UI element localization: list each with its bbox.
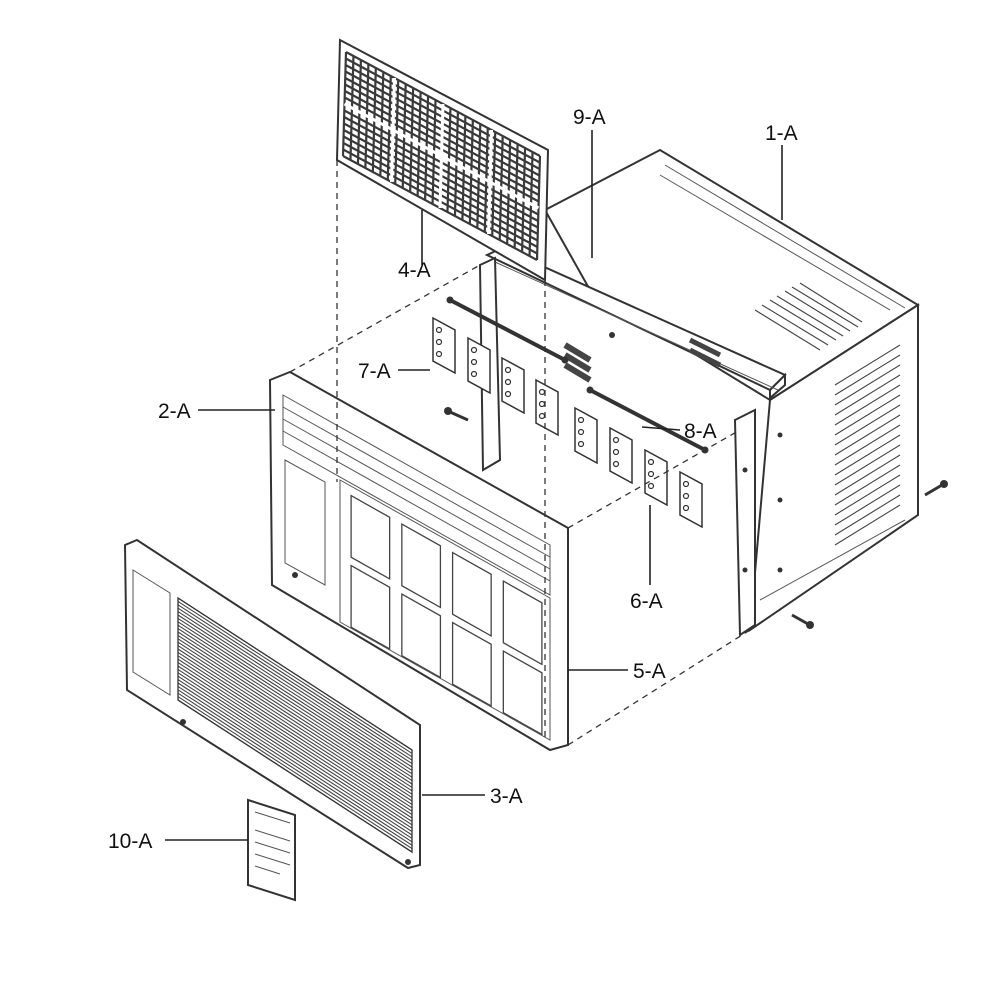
screw-left (444, 407, 469, 422)
bracket-part-7a (446, 296, 569, 364)
screw-bottom (791, 613, 814, 629)
label-7a: 7-A (358, 360, 391, 383)
screw-right (924, 480, 948, 497)
grille-louvers (177, 596, 413, 854)
label-2a: 2-A (158, 400, 191, 423)
cabinet-part-1a (543, 148, 948, 637)
assembly-guide-lines (289, 160, 751, 746)
label-8a: 8-A (684, 420, 717, 443)
cabinet-side-vent (834, 344, 901, 546)
label-4a: 4-A (398, 259, 431, 282)
clips-part-6a (432, 316, 703, 529)
label-3a: 3-A (490, 785, 523, 808)
label-9a: 9-A (573, 106, 606, 129)
label-10a: 10-A (108, 830, 152, 853)
front-grille-part-3a (123, 538, 421, 870)
filter-part-4a (335, 38, 550, 282)
label-6a: 6-A (630, 590, 663, 613)
label-5a: 5-A (633, 660, 666, 683)
bracket-part-8a (586, 386, 709, 454)
leader-lines (165, 130, 783, 841)
label-sheet-part-10a (247, 798, 296, 902)
cabinet-top-vent (754, 282, 863, 351)
filter-mesh (341, 51, 542, 261)
label-1a: 1-A (765, 122, 798, 145)
intake-grid-part-5a (350, 494, 543, 736)
